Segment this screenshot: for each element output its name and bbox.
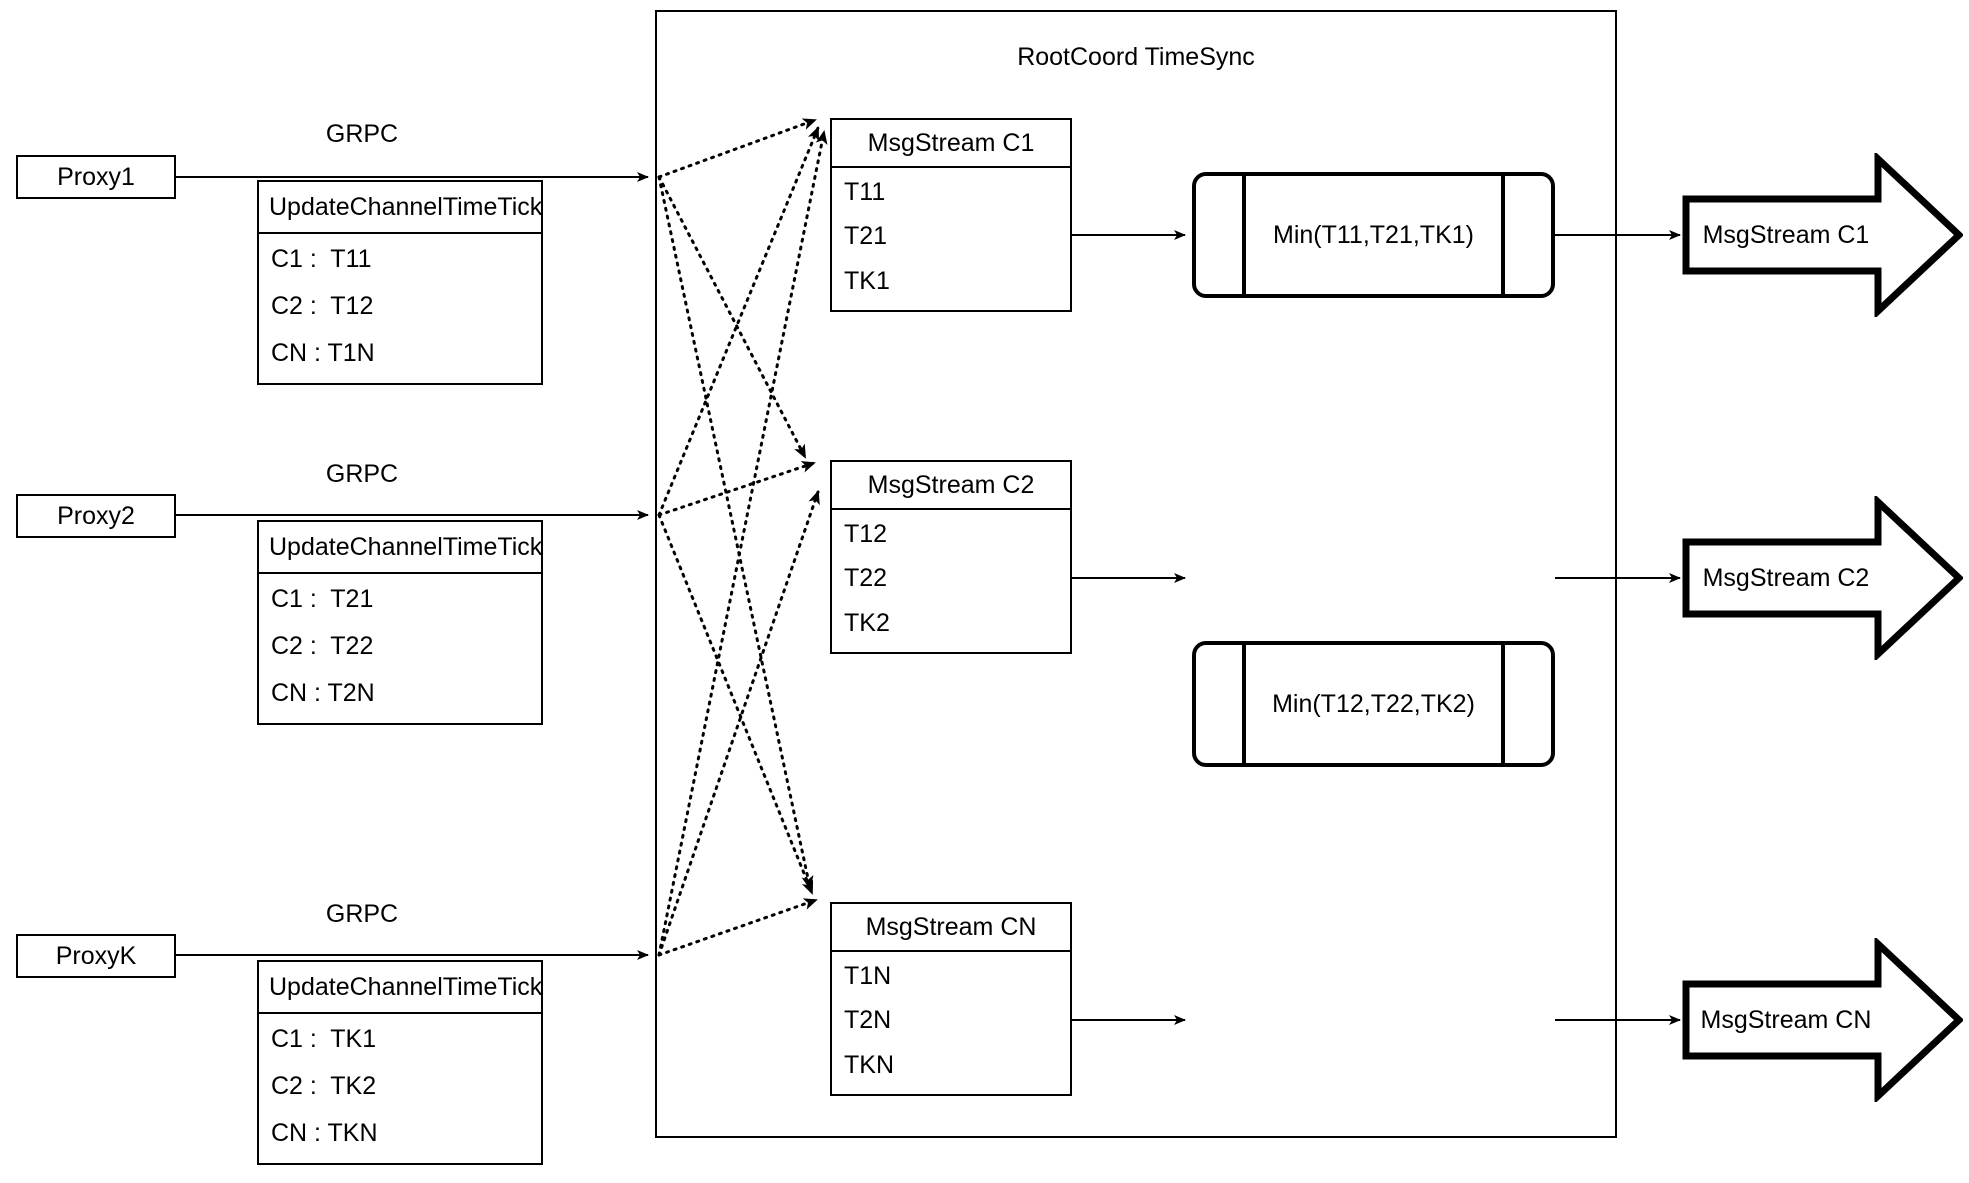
update-channel-timetick-title: UpdateChannelTimeTick [259,962,542,1014]
msgstream-title: MsgStream C1 [832,120,1070,168]
min-process-box-1: Min(T11,T21,TK1) [1192,172,1555,298]
timetick-row: CN : T2N [271,679,375,707]
proxy-box-3[interactable]: ProxyK [16,934,176,978]
msgstream-row: TK2 [844,609,890,638]
msgstream-rows: T12 T22 TK2 [832,510,1070,652]
msgstream-rows: T11 T21 TK1 [832,168,1070,310]
output-block-arrow-3[interactable]: MsgStream CN [1682,938,1963,1102]
msgstream-box-2: MsgStream C2 T12 T22 TK2 [830,460,1072,654]
msgstream-row: T11 [844,177,886,206]
min-process-box-2: Min(T12,T22,TK2) [1192,641,1555,767]
msgstream-row: T12 [844,519,888,548]
msgstream-row: T1N [844,961,892,990]
timetick-row: CN : T1N [271,339,375,367]
process-left-bar [1242,176,1246,294]
update-channel-timetick-rows: C1 : T11 C2 : T12 CN : T1N [259,234,541,383]
proxy-label: Proxy1 [57,162,135,191]
output-block-arrow-1[interactable]: MsgStream C1 [1682,153,1963,317]
process-left-bar [1242,645,1246,763]
grpc-link-label-2: GRPC [325,460,399,488]
proxy-label: ProxyK [55,941,137,970]
output-label: MsgStream C2 [1702,563,1870,592]
msgstream-row: T22 [844,564,888,593]
timetick-row: C2 : T22 [271,632,374,660]
timetick-row: CN : TKN [271,1119,378,1147]
output-label: MsgStream CN [1700,1005,1872,1034]
grpc-link-label-3: GRPC [325,900,399,928]
rootcoord-timesync-title: RootCoord TimeSync [1017,43,1255,71]
proxy-box-1[interactable]: Proxy1 [16,155,176,199]
timetick-row: C1 : T11 [271,245,372,273]
output-block-arrow-2[interactable]: MsgStream C2 [1682,496,1963,660]
timetick-row: C2 : T12 [271,292,374,320]
process-right-bar [1501,176,1505,294]
update-channel-timetick-rows: C1 : T21 C2 : T22 CN : T2N [259,574,541,723]
msgstream-box-3: MsgStream CN T1N T2N TKN [830,902,1072,1096]
grpc-link-label-1: GRPC [325,120,399,148]
output-label: MsgStream C1 [1702,220,1870,249]
process-right-bar [1501,645,1505,763]
timetick-row: C1 : TK1 [271,1025,377,1053]
timetick-row: C2 : TK2 [271,1072,377,1100]
min-process-label: Min(T11,T21,TK1) [1273,220,1474,249]
proxy-label: Proxy2 [57,501,135,530]
msgstream-row: T2N [844,1006,892,1035]
msgstream-row: T21 [844,222,888,251]
update-channel-timetick-rows: C1 : TK1 C2 : TK2 CN : TKN [259,1014,541,1163]
update-channel-timetick-title: UpdateChannelTimeTick [259,182,542,234]
block-arrow-shape [1682,938,1963,1102]
update-channel-timetick-title: UpdateChannelTimeTick [259,522,542,574]
msgstream-title: MsgStream CN [832,904,1070,952]
msgstream-rows: T1N T2N TKN [832,952,1070,1094]
msgstream-title: MsgStream C2 [832,462,1070,510]
rootcoord-timesync-container [655,10,1617,1138]
update-channel-timetick-box-3: UpdateChannelTimeTick C1 : TK1 C2 : TK2 … [257,960,543,1165]
msgstream-box-1: MsgStream C1 T11 T21 TK1 [830,118,1072,312]
msgstream-row: TK1 [844,267,890,296]
msgstream-row: TKN [844,1051,894,1080]
min-process-label: Min(T12,T22,TK2) [1272,689,1475,718]
proxy-box-2[interactable]: Proxy2 [16,494,176,538]
block-arrow-shape [1682,153,1963,317]
update-channel-timetick-box-1: UpdateChannelTimeTick C1 : T11 C2 : T12 … [257,180,543,385]
timetick-row: C1 : T21 [271,585,374,613]
update-channel-timetick-box-2: UpdateChannelTimeTick C1 : T21 C2 : T22 … [257,520,543,725]
block-arrow-shape [1682,496,1963,660]
